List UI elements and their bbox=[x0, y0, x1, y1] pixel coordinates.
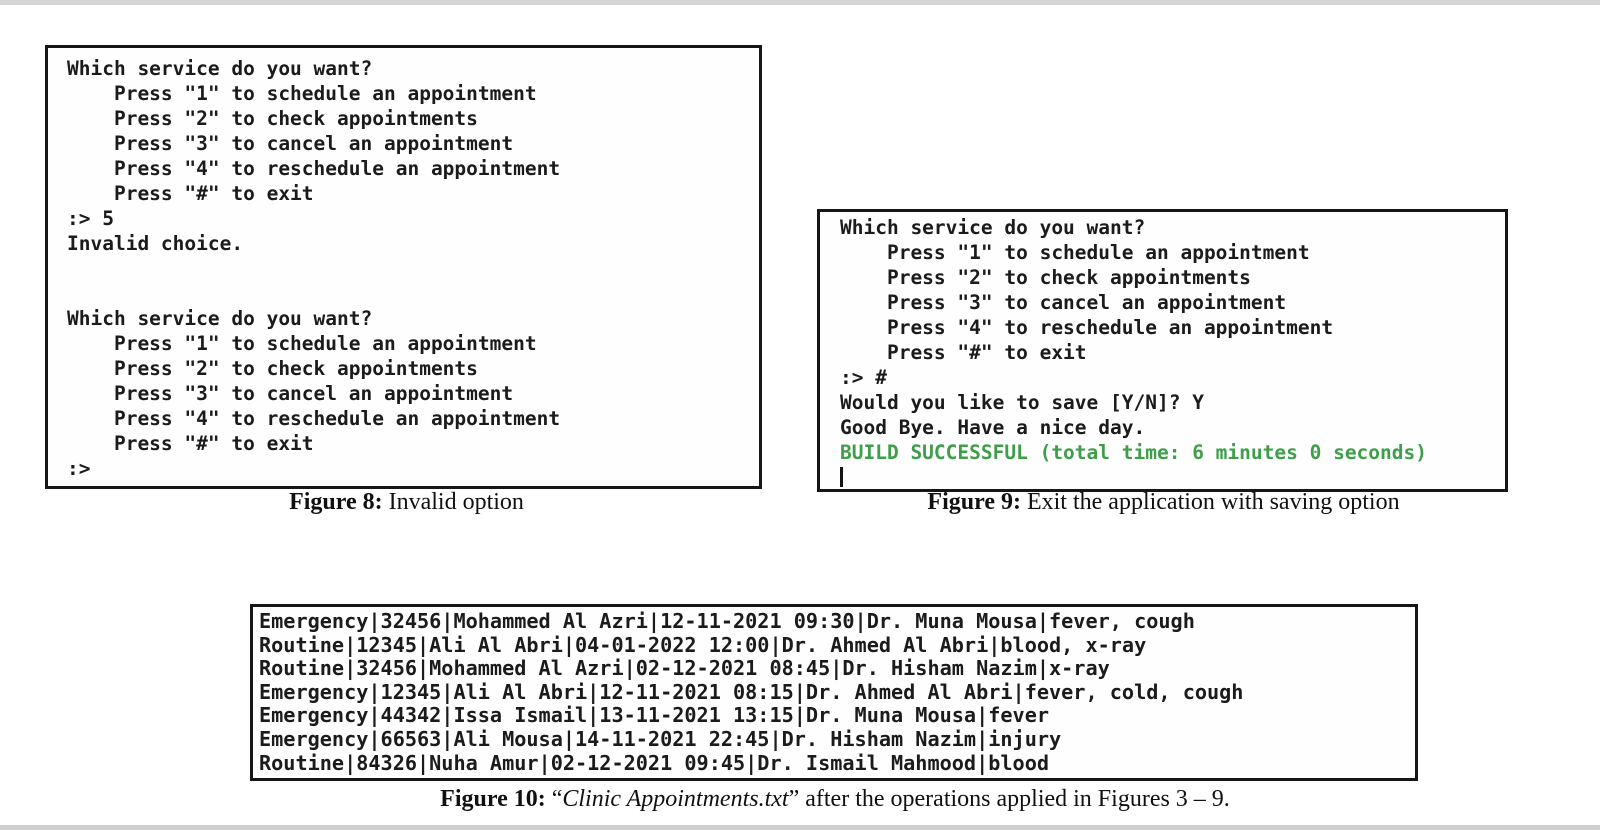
terminal-line: Which service do you want? bbox=[67, 307, 373, 330]
terminal-line: Press "2" to check appointments bbox=[67, 107, 478, 130]
appointment-record-line: Emergency|44342|Issa Ismail|13-11-2021 1… bbox=[259, 703, 1050, 728]
build-successful-line: BUILD SUCCESSFUL (total time: 6 minutes … bbox=[840, 441, 1427, 464]
appointment-record-line: Emergency|66563|Ali Mousa|14-11-2021 22:… bbox=[259, 726, 1062, 751]
figure10-caption-quote-open: “ bbox=[545, 786, 563, 812]
terminal-blank-line bbox=[67, 281, 751, 306]
terminal-line: Press "2" to check appointments bbox=[840, 266, 1251, 289]
terminal-prompt-line: :> # bbox=[840, 366, 887, 389]
terminal-line: Press "1" to schedule an appointment bbox=[67, 82, 537, 105]
appointment-record-line: Routine|32456|Mohammed Al Azri|02-12-202… bbox=[259, 656, 1110, 681]
terminal-line: Which service do you want? bbox=[840, 216, 1146, 239]
terminal-line: Press "#" to exit bbox=[67, 182, 314, 205]
terminal-line: Press "3" to cancel an appointment bbox=[67, 382, 514, 405]
figure10-caption: Figure 10: “Clinic Appointments.txt” aft… bbox=[250, 786, 1420, 813]
terminal-line: Press "1" to schedule an appointment bbox=[67, 332, 537, 355]
terminal-line: Press "3" to cancel an appointment bbox=[840, 291, 1287, 314]
terminal-line: Which service do you want? bbox=[67, 57, 373, 80]
figure10-caption-label: Figure 10: bbox=[440, 786, 546, 812]
terminal-error-line: Invalid choice. bbox=[67, 232, 244, 255]
figure9-caption: Figure 9: Exit the application with savi… bbox=[817, 489, 1510, 516]
figure8-caption-text: Invalid option bbox=[382, 489, 524, 515]
figure8-terminal-box: Which service do you want? Press "1" to … bbox=[45, 45, 762, 489]
terminal-line: Press "4" to reschedule an appointment bbox=[67, 407, 561, 430]
terminal-prompt-line: :> 5 bbox=[67, 207, 114, 230]
terminal-line: Press "#" to exit bbox=[840, 341, 1087, 364]
terminal-blank-line bbox=[67, 256, 751, 281]
appointment-record-line: Routine|12345|Ali Al Abri|04-01-2022 12:… bbox=[259, 632, 1147, 657]
terminal-prompt-line: :> bbox=[67, 457, 91, 480]
appointment-record-line: Emergency|32456|Mohammed Al Azri|12-11-2… bbox=[259, 609, 1195, 633]
terminal-line: Press "2" to check appointments bbox=[67, 357, 478, 380]
bottom-edge-strip bbox=[0, 825, 1600, 830]
terminal-line: Press "1" to schedule an appointment bbox=[840, 241, 1310, 264]
terminal-line: Press "3" to cancel an appointment bbox=[67, 132, 514, 155]
terminal-line: Press "#" to exit bbox=[67, 432, 314, 455]
text-cursor bbox=[840, 467, 843, 487]
terminal-line: Good Bye. Have a nice day. bbox=[840, 416, 1146, 439]
terminal-line: Press "4" to reschedule an appointment bbox=[67, 157, 561, 180]
figure9-caption-label: Figure 9: bbox=[927, 489, 1021, 515]
appointment-record-line: Routine|84326|Nuha Amur|02-12-2021 09:45… bbox=[259, 750, 1050, 775]
appointment-record-line: Emergency|12345|Ali Al Abri|12-11-2021 0… bbox=[259, 679, 1244, 704]
terminal-line: Press "4" to reschedule an appointment bbox=[840, 316, 1334, 339]
figure10-file-box: Emergency|32456|Mohammed Al Azri|12-11-2… bbox=[250, 604, 1418, 782]
terminal-line: Would you like to save [Y/N]? Y bbox=[840, 391, 1204, 414]
figure8-caption: Figure 8: Invalid option bbox=[45, 489, 768, 516]
figure9-terminal-box: Which service do you want? Press "1" to … bbox=[817, 209, 1508, 492]
figure8-caption-label: Figure 8: bbox=[289, 489, 383, 515]
top-edge-strip bbox=[0, 0, 1600, 5]
figure10-caption-text: ” after the operations applied in Figure… bbox=[788, 786, 1230, 812]
figure9-caption-text: Exit the application with saving option bbox=[1020, 489, 1400, 515]
figure10-caption-filename: Clinic Appointments.txt bbox=[562, 786, 789, 812]
